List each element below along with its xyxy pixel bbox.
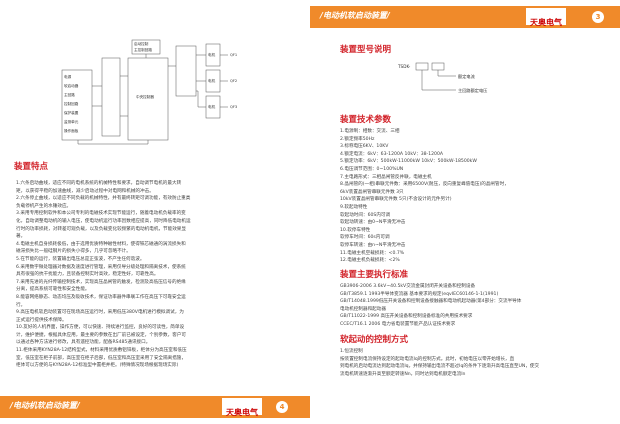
list-item: 矩，以获得平稳的加速曲线，减少启动过程中对电网和机械的冲击。	[16, 188, 154, 194]
footer-label: /电动机软启动装置/	[10, 401, 80, 410]
list-item: 4.电磁主机自身损耗极低，由于选用优质特种磁性材料，使得铁芯磁通的涡流损失和	[16, 241, 186, 247]
model-label-rated-voltage: 主回路额定电压	[458, 87, 487, 94]
diagram-left-label-2: 软启动器	[64, 83, 79, 88]
list-item: 11.柜体采用KYN28A-12结构型式，材料采用优质敷铝锌板，柜体分为高压室和…	[16, 348, 187, 354]
list-item: 软停车转速：由n~N平滑无冲击	[340, 242, 406, 248]
list-item: GB/T11022-1999 高压开关设备和控制设备标准的共用技术要求	[340, 314, 473, 320]
list-item: 化，自动调整电动机的输入电压，使电动机运行功率因数相应提高，同时降低电动机运	[16, 218, 191, 224]
left-section-title: 装置特点	[14, 162, 49, 172]
list-item: 7.采用先进的光纤传输控制技术，实现高压晶闸管的触发，检测及高低压信号的绝缘	[16, 279, 186, 285]
list-item: GB/T3859.1 1993半导体变流器 基本要求的规定(eqvIEC6014…	[340, 291, 499, 297]
header-label: /电动机软启动装置/	[320, 11, 390, 20]
list-item: 2.额定频率50Hz	[340, 136, 375, 142]
list-item: 计，维护便捷，根据具体应用，最主要的参数在出厂前已被设定，个别参数，客户可	[16, 332, 186, 338]
list-item: 1.六条启动曲线，适应不同的电机系统的机械特性和要求，自动调节电机的最大转	[16, 181, 182, 186]
diagram-left-label-3: 主回路	[64, 92, 75, 97]
model-label-rated-current: 额定电流	[458, 73, 476, 80]
list-item: 7.主电路形式：三相晶闸管反并联，电磁主机	[340, 174, 432, 180]
list-item: 按装置控制电流保持设定的起动电流Iq的控制方式。此时，初始电压以零开始增长，直	[340, 356, 515, 362]
diagram-left-label-7: 操作面板	[64, 128, 79, 133]
diagram-left-label-6: 监测单元	[64, 119, 79, 124]
list-item: 9.软起动特性	[340, 204, 368, 210]
diagram-right-label-1: 电机	[208, 52, 216, 57]
list-item: 8.能容网络静态、动态均压及吸收技术，保证功率器件串联工作在高压下可靠安全运	[16, 294, 186, 300]
list-item: 1.电源制：相数：交流、三相	[340, 129, 400, 134]
diagram-top-label-1: 启动控制	[134, 41, 149, 46]
list-item: 10.友好的人机界面，操作方便，可以快速、持续进行监控，良好的可读性，简单设	[16, 325, 185, 331]
list-item: 2.六条停止曲线，以适应不同负载的机械特性，并有最终转矩可调功能，有效防止重类	[16, 196, 191, 202]
header-page-number: 3	[592, 11, 604, 23]
control-list: 1.恒流控制 按装置控制电流保持设定的起动电流Iq的控制方式。此时，初始电压以零…	[340, 348, 539, 378]
tech-list: 1.电源制：相数：交流、三相 2.额定频率50Hz 3.标称电压6KV、10KV…	[340, 128, 509, 265]
list-item: GB3906-2006 3.6kV~40.5kV交流金属封闭开关设备和控制设备	[340, 284, 476, 289]
model-prefix: TSDK-	[397, 64, 411, 69]
list-item: 6kV装置晶闸管串联元件数 3只	[340, 189, 404, 195]
diagram-out-label-3: QF3	[230, 105, 237, 109]
list-item: 磁滞损失比一般硅钢片的损失小得多，几乎可忽略不计。	[16, 249, 131, 255]
left-page: 启动控制 主控制回路 电源 软启动器 主回路 控制回路 保护装置 监测单元 操作…	[0, 36, 310, 418]
diagram-left-label-1: 电源	[64, 74, 72, 79]
list-item: 6.采用数字微处理器对数据及速度进行管理，采用仅导分级处理和隔离技术，使系统	[16, 264, 186, 270]
model-diagram-svg: TSDK- 额定电流 主回路额定电压	[397, 62, 487, 94]
list-item: 5.在节能的运行，装置输出电压总是正弦波，不产生任何谐波。	[16, 256, 145, 262]
tech-section-title: 装置技术参数	[340, 115, 392, 125]
list-item: 柜体可以方便的与KYN28A-12标准型中置柜并柜。(特殊情况现场根据现场实际)	[16, 363, 179, 369]
model-section-title: 装置型号说明	[340, 45, 392, 55]
diagram-left-label-5: 保护装置	[64, 110, 79, 115]
diagram-out-label-1: QF1	[230, 53, 237, 57]
standards-list: GB3906-2006 3.6kV~40.5kV交流金属封闭开关设备和控制设备 …	[340, 283, 521, 329]
list-item: 9.高压电机软启动装置可在现场高压运行时，采用低压380V电机进行模拟调试，为	[16, 310, 184, 316]
header-brand-box: 天奥电气	[526, 8, 566, 27]
header-band: /电动机软启动装置/ 天奥电气 3	[310, 6, 620, 28]
list-item: 流电机转速逐渐升高至额定转速Nn，同时达到电机额定电流In	[340, 371, 466, 377]
list-item: 室，低压室在柜子前部，高压室在柜子后部，低压室和高压室采用了安全隔离措施，	[16, 355, 186, 361]
diagram-top-label-2: 主控制回路	[134, 47, 152, 52]
system-diagram-svg: 启动控制 主控制回路 电源 软启动器 主回路 控制回路 保护装置 监测单元 操作…	[61, 39, 237, 145]
system-diagram: 启动控制 主控制回路 电源 软启动器 主回路 控制回路 保护装置 监测单元 操作…	[58, 36, 248, 146]
list-item: 行。	[16, 302, 26, 308]
list-item: 4.额定电流：6kV：63-1200A 10kV：38-1200A	[340, 151, 444, 157]
diagram-out-label-2: QF2	[230, 79, 237, 83]
list-item: 12.电磁主机负载损耗：<2%	[340, 258, 400, 264]
list-item: 行时的功率损耗，对转差可观负载，以及负载变化较频繁的电动机电机，节能效果显	[16, 226, 186, 232]
list-item: GB/T14048.1999低压开关设备和控制设备接触器和电动机起动器(第4部分…	[340, 299, 522, 305]
list-item: 8.晶闸管的(一相)串联元件数：采用6500V(耐压，反向重复峰值电压)的晶闸管…	[340, 182, 509, 188]
standards-section-title: 装置主要执行标准	[340, 270, 409, 280]
list-item: 软起动时间：60S内可调	[340, 212, 391, 218]
list-item: 正式运行提供技术保障。	[16, 317, 67, 323]
diagram-right-label-2: 电机	[208, 78, 216, 83]
control-section-title: 软起动的控制方式	[340, 335, 409, 345]
list-item: 著。	[16, 234, 26, 240]
footer-brand: 天奥电气	[226, 408, 258, 417]
list-item: 软停车时间：60s内可调	[340, 235, 390, 241]
list-item: 以通过各种方法进行修改，具有遥控功能，配备RS485通讯接口。	[16, 340, 151, 346]
diagram-left-label-4: 控制回路	[64, 101, 79, 106]
footer-brand-box: 天奥电气	[222, 398, 262, 417]
footer-band: /电动机软启动装置/ 天奥电气 4	[0, 396, 310, 418]
list-item: 1.恒流控制	[340, 349, 363, 354]
list-item: 电动机控制器和起动器	[340, 306, 386, 312]
list-item: 10kV装置晶闸管串联元件数 5只(不含设计的元件另计)	[340, 197, 452, 203]
right-page: /电动机软启动装置/ 天奥电气 3 装置型号说明 TSDK- 额定电流 主回路额…	[310, 0, 620, 424]
list-item: 6.电压调节范围：0~100%UN	[340, 166, 404, 172]
diagram-right-label-3: 电机	[208, 104, 216, 109]
diagram-center-label: 中央控制器	[136, 94, 154, 99]
list-item: 到电机的启动电流达到起动电流Iq，并保持输出电流不超过Iq的条件下逐渐升高电压直…	[340, 364, 540, 370]
footer-page-number: 4	[276, 401, 288, 413]
list-item: 3.标称电压6KV、10KV	[340, 144, 389, 150]
list-item: 负载停机产生的水锤效应。	[16, 203, 72, 209]
list-item: CCEC/T16.1 2006 电力省电装置节能产品认证技术要求	[340, 321, 456, 327]
header-brand: 天奥电气	[530, 18, 562, 27]
list-item: 10.软停车特性	[340, 227, 371, 233]
features-list: 1.六条启动曲线，适应不同的电机系统的机械特性和要求，自动调节电机的最大转 矩，…	[16, 180, 191, 370]
list-item: 具有很强的抗干扰能力，且装备控制实时高效，稳定性好，可靠性高。	[16, 272, 159, 278]
list-item: 软起动转速：由0~N平滑无冲击	[340, 220, 406, 226]
model-diagram: TSDK- 额定电流 主回路额定电压	[396, 60, 546, 104]
list-item: 3.采用专用控制软件和本公司专利的电磁技术实现节能运行，随着电动机负载率的变	[16, 211, 186, 217]
list-item: 5.额定功率：6kV：500kW-11000kW 10kV：500kW-1850…	[340, 159, 477, 165]
list-item: 11.电磁主机空载损耗：<0.7%	[340, 250, 405, 256]
list-item: 分离，提高系统可靠性和安全性能。	[16, 287, 90, 293]
